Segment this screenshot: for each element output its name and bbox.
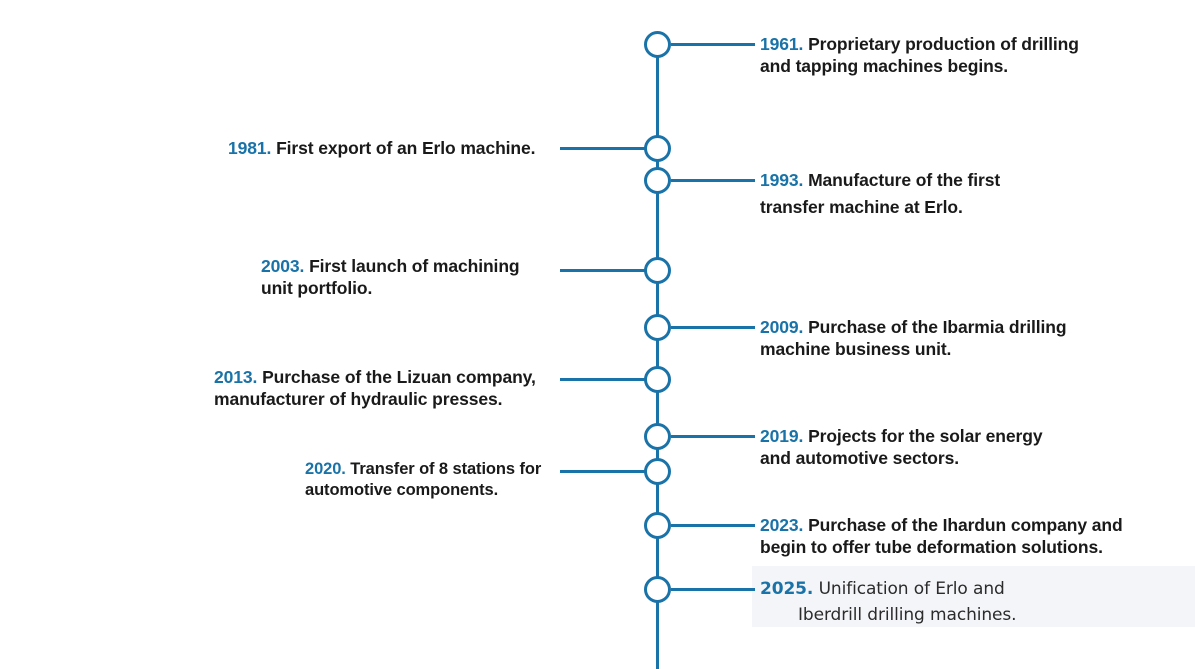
timeline-entry-1981: 1981. First export of an Erlo machine. <box>228 137 558 159</box>
timeline-text-1981-line1: First export of an Erlo machine. <box>276 138 536 158</box>
timeline-node-2019[interactable] <box>644 423 671 450</box>
timeline-connector-2020 <box>560 470 646 473</box>
timeline-text-2003-line2: unit portfolio. <box>261 278 373 298</box>
timeline-text-2019-line1: Projects for the solar energy <box>808 426 1043 446</box>
timeline-text-2020-line1: Transfer of 8 stations for <box>350 460 542 478</box>
timeline-year-2025: 2025. <box>760 579 814 599</box>
timeline-entry-2023: 2023. Purchase of the Ihardun company an… <box>760 514 1160 558</box>
timeline-node-1961[interactable] <box>644 31 671 58</box>
timeline-node-1981[interactable] <box>644 135 671 162</box>
timeline-year-1981: 1981. <box>228 138 272 158</box>
timeline-year-1961: 1961. <box>760 34 804 54</box>
timeline-connector-2025 <box>671 588 755 591</box>
timeline-connector-2013 <box>560 378 646 381</box>
timeline-node-2003[interactable] <box>644 257 671 284</box>
timeline-connector-2023 <box>671 524 755 527</box>
timeline-year-2003: 2003. <box>261 256 305 276</box>
timeline-connector-2019 <box>671 435 755 438</box>
timeline-connector-2003 <box>560 269 646 272</box>
timeline-connector-1993 <box>671 179 755 182</box>
timeline-year-2009: 2009. <box>760 317 804 337</box>
timeline-entry-1993: 1993. Manufacture of the first transfer … <box>760 167 1100 221</box>
timeline-text-2023-line1: Purchase of the Ihardun company and <box>808 515 1123 535</box>
timeline-node-2020[interactable] <box>644 458 671 485</box>
timeline-entry-2013: 2013. Purchase of the Lizuan company, ma… <box>214 366 559 410</box>
timeline-connector-1981 <box>560 147 646 150</box>
timeline-text-2013-line1: Purchase of the Lizuan company, <box>262 367 536 387</box>
timeline-node-2023[interactable] <box>644 512 671 539</box>
timeline-text-2023-line2: begin to offer tube deformation solution… <box>760 537 1103 557</box>
timeline-text-2013-line2: manufacturer of hydraulic presses. <box>214 389 503 409</box>
timeline-text-1961-line1: Proprietary production of drilling <box>808 34 1079 54</box>
timeline-node-2009[interactable] <box>644 314 671 341</box>
timeline-text-2019-line2: and automotive sectors. <box>760 448 960 468</box>
timeline-text-2009-line1: Purchase of the Ibarmia drilling <box>808 317 1067 337</box>
timeline-year-2013: 2013. <box>214 367 258 387</box>
timeline-node-2025[interactable] <box>644 576 671 603</box>
timeline-text-2020-line2: automotive components. <box>305 481 499 499</box>
timeline-entry-2019: 2019. Projects for the solar energy and … <box>760 425 1090 469</box>
timeline-text-1993-line2: transfer machine at Erlo. <box>760 197 963 217</box>
timeline-entry-2025: 2025. Unification of Erlo and Iberdrill … <box>760 576 1160 628</box>
timeline-year-2020: 2020. <box>305 460 346 478</box>
timeline-year-1993: 1993. <box>760 170 804 190</box>
timeline-text-2025-line1: Unification of Erlo and <box>818 579 1005 599</box>
timeline-entry-2020: 2020. Transfer of 8 stations for automot… <box>305 459 560 501</box>
timeline-year-2023: 2023. <box>760 515 804 535</box>
timeline-connector-1961 <box>671 43 755 46</box>
timeline-node-2013[interactable] <box>644 366 671 393</box>
timeline-entry-2009: 2009. Purchase of the Ibarmia drilling m… <box>760 316 1110 360</box>
timeline-year-2019: 2019. <box>760 426 804 446</box>
timeline-connector-2009 <box>671 326 755 329</box>
timeline-entry-1961: 1961. Proprietary production of drilling… <box>760 33 1120 77</box>
timeline-text-2009-line2: machine business unit. <box>760 339 952 359</box>
highlight-box-2025 <box>752 566 1195 627</box>
timeline-entry-2003: 2003. First launch of machining unit por… <box>261 255 561 299</box>
timeline-node-1993[interactable] <box>644 167 671 194</box>
timeline-text-1961-line2: and tapping machines begins. <box>760 56 1009 76</box>
timeline-text-2025-line2: Iberdrill drilling machines. <box>798 605 1017 625</box>
timeline-text-2003-line1: First launch of machining <box>309 256 520 276</box>
timeline-spine <box>656 44 659 669</box>
timeline-text-1993-line1: Manufacture of the first <box>808 170 1001 190</box>
